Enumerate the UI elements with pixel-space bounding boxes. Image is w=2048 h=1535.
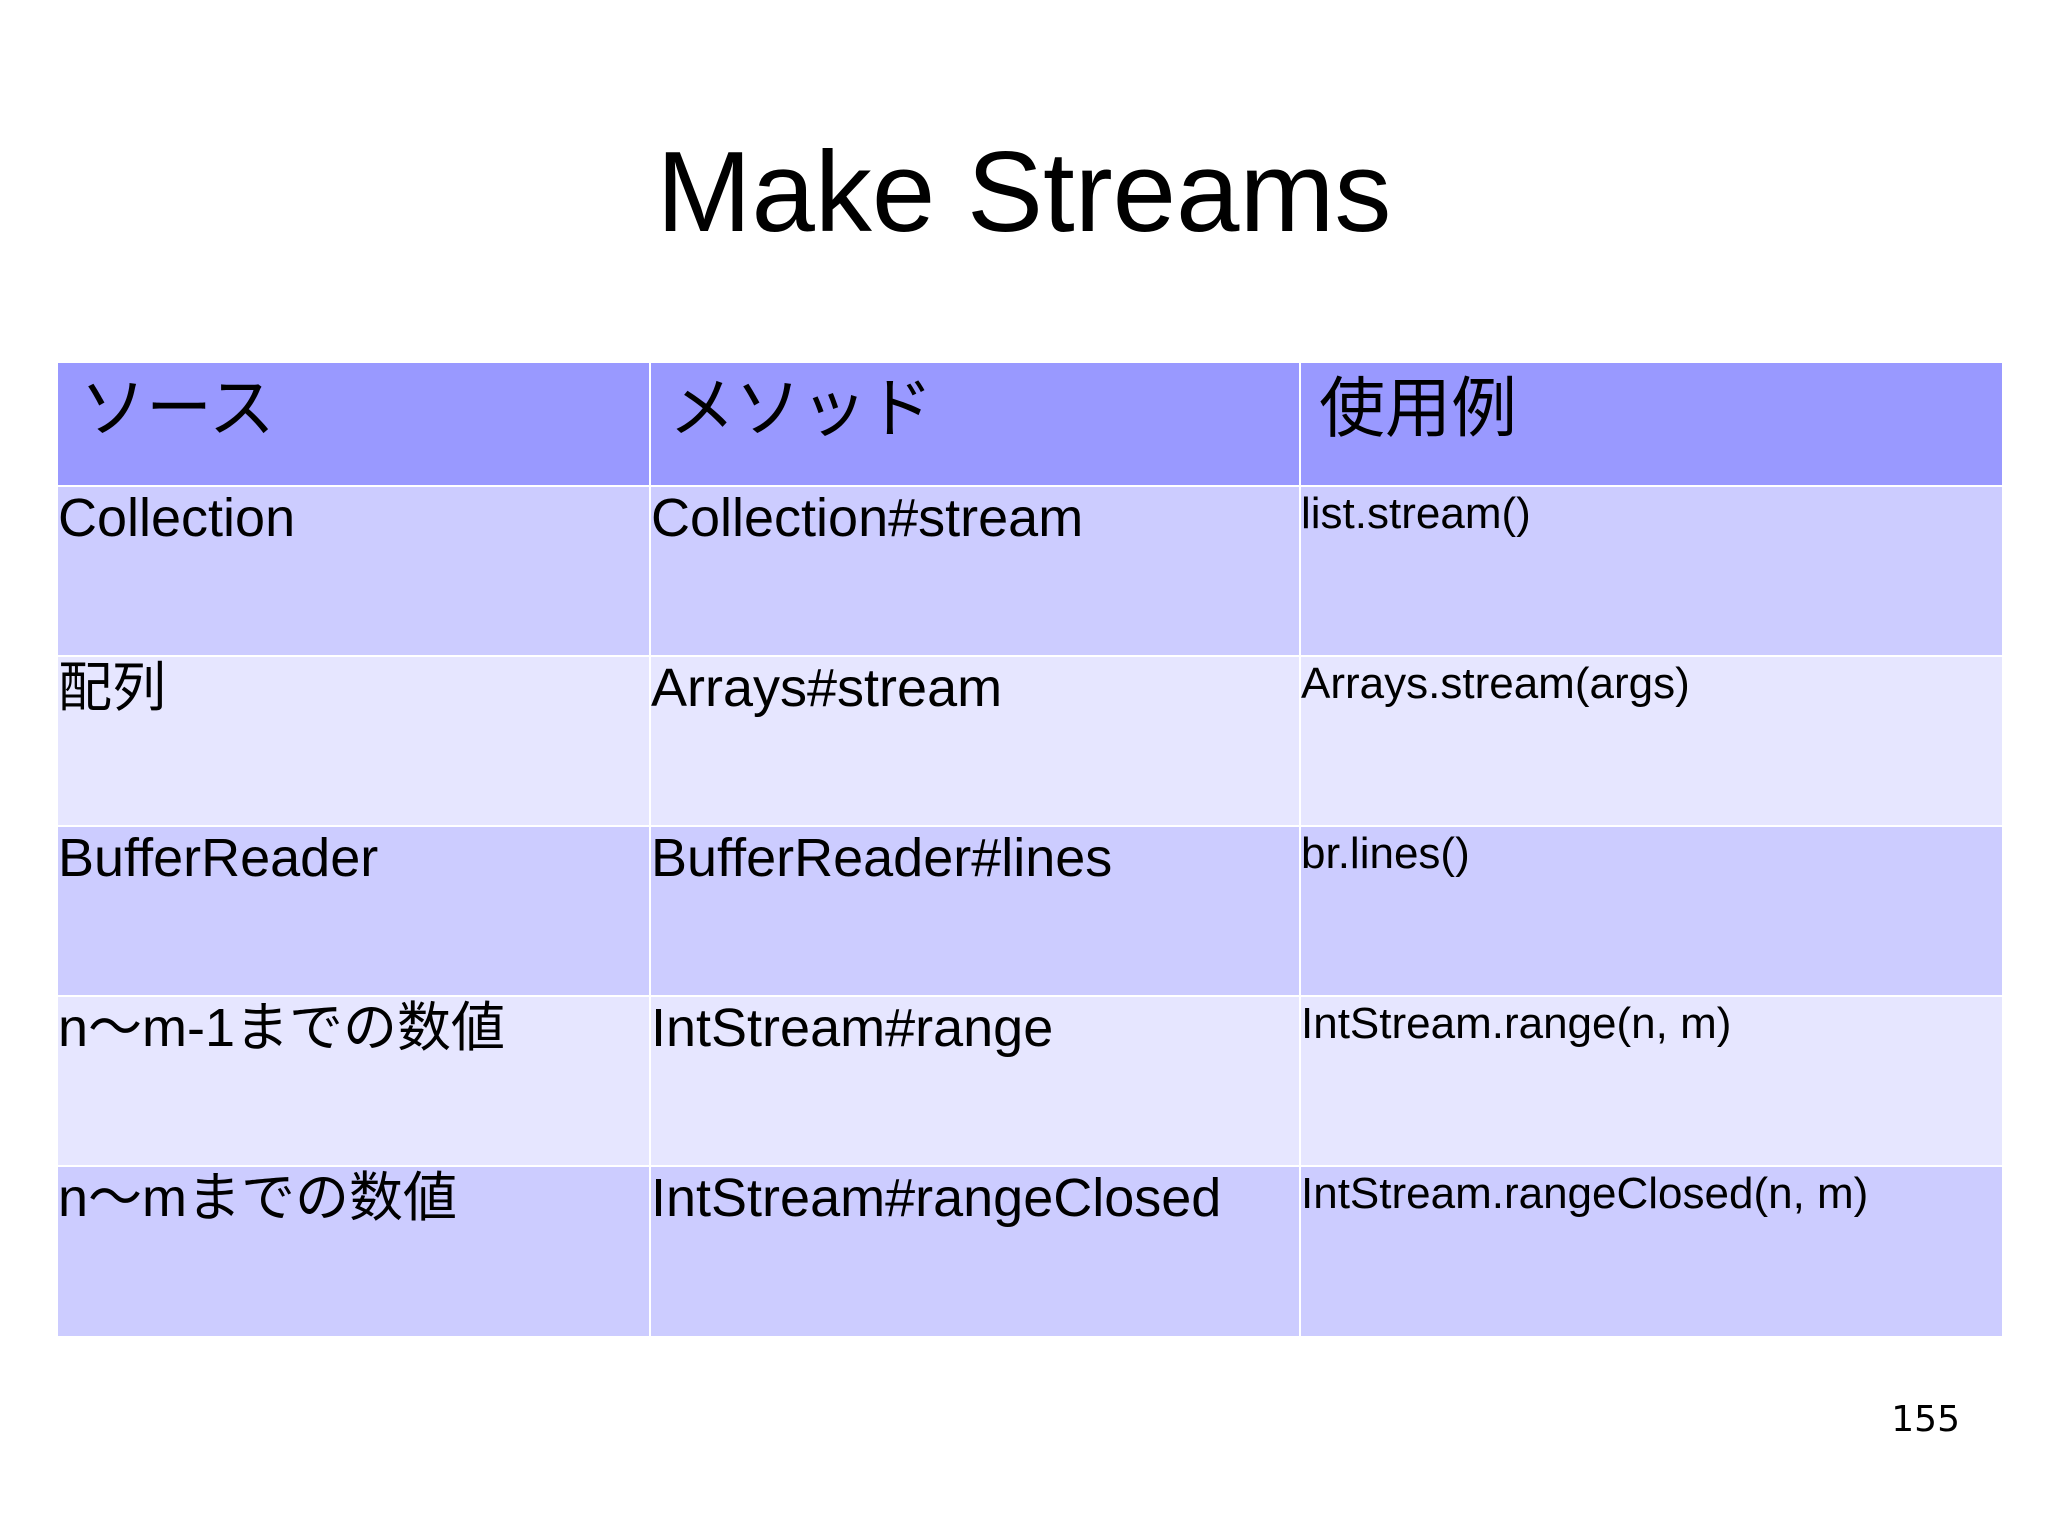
method-cell: IntStream#range — [649, 995, 1300, 1166]
source-cell: BufferReader — [58, 825, 650, 996]
slide-title: Make Streams — [656, 129, 1392, 256]
source-cell: n〜mまでの数値 — [58, 1165, 650, 1336]
header-method: メソッド — [649, 361, 1300, 486]
table-row: Collection Collection#stream list.stream… — [58, 485, 2002, 656]
method-cell: Collection#stream — [649, 485, 1300, 656]
header-example: 使用例 — [1299, 361, 2002, 486]
example-cell: list.stream() — [1299, 485, 2002, 656]
table-row: BufferReader BufferReader#lines br.lines… — [58, 825, 2002, 996]
example-cell: br.lines() — [1299, 825, 2002, 996]
source-cell: 配列 — [58, 655, 650, 826]
example-cell: IntStream.rangeClosed(n, m) — [1299, 1165, 2002, 1336]
example-cell: IntStream.range(n, m) — [1299, 995, 2002, 1166]
method-cell: IntStream#rangeClosed — [649, 1165, 1300, 1336]
table-header-row: ソース メソッド 使用例 — [58, 361, 2002, 486]
source-cell: Collection — [58, 485, 650, 656]
table-row: 配列 Arrays#stream Arrays.stream(args) — [58, 655, 2002, 826]
method-cell: BufferReader#lines — [649, 825, 1300, 996]
page-number: 155 — [1891, 1399, 1960, 1440]
method-cell: Arrays#stream — [649, 655, 1300, 826]
example-cell: Arrays.stream(args) — [1299, 655, 2002, 826]
stream-sources-table: ソース メソッド 使用例 Collection Collection#strea… — [58, 361, 2002, 1336]
table-row: n〜mまでの数値 IntStream#rangeClosed IntStream… — [58, 1165, 2002, 1336]
table-row: n〜m-1までの数値 IntStream#range IntStream.ran… — [58, 995, 2002, 1166]
source-cell: n〜m-1までの数値 — [58, 995, 650, 1166]
header-source: ソース — [58, 361, 650, 486]
